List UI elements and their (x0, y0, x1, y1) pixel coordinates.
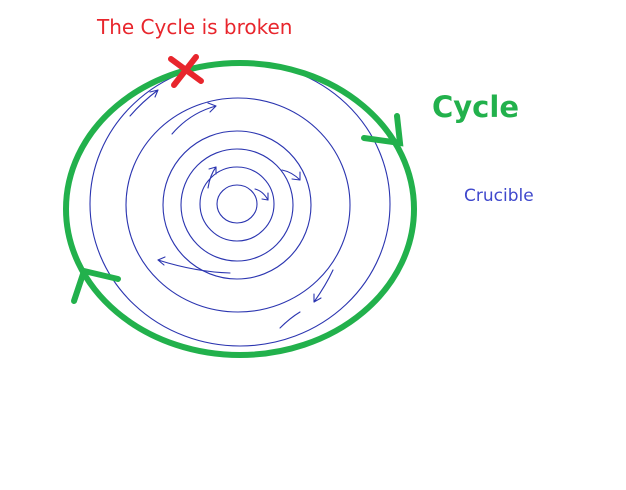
crucible-ring-3 (180, 148, 294, 262)
ring-arrow-icon (171, 102, 217, 135)
cycle-arrow-left-icon (71, 267, 121, 304)
crucible-ring-2 (199, 166, 275, 242)
ring-arrow-icon (157, 256, 231, 274)
ring-arrow-icon (254, 188, 269, 201)
crucible-ring-5 (125, 97, 351, 313)
crucible-label: Crucible (464, 186, 534, 206)
cycle-ring (63, 60, 417, 358)
crucible-rings (89, 61, 391, 347)
crucible-ring-6 (89, 61, 391, 347)
break-mark (168, 54, 204, 88)
crucible-ring-arrows (129, 89, 334, 329)
crucible-ring-4 (162, 130, 312, 280)
cycle-loop (63, 60, 417, 358)
ring-arrow-icon (281, 169, 301, 181)
x-mark-icon (168, 54, 204, 88)
broken-label: The Cycle is broken (97, 15, 293, 39)
ring-arrow-icon (129, 89, 159, 117)
cycle-arrow-right-icon (361, 113, 404, 147)
crucible-ring-1 (216, 184, 258, 224)
cycle-label: Cycle (432, 90, 519, 124)
ring-arrow-icon (313, 269, 334, 303)
ring-arrow-icon (207, 166, 217, 189)
ring-arrow-icon (279, 311, 301, 329)
